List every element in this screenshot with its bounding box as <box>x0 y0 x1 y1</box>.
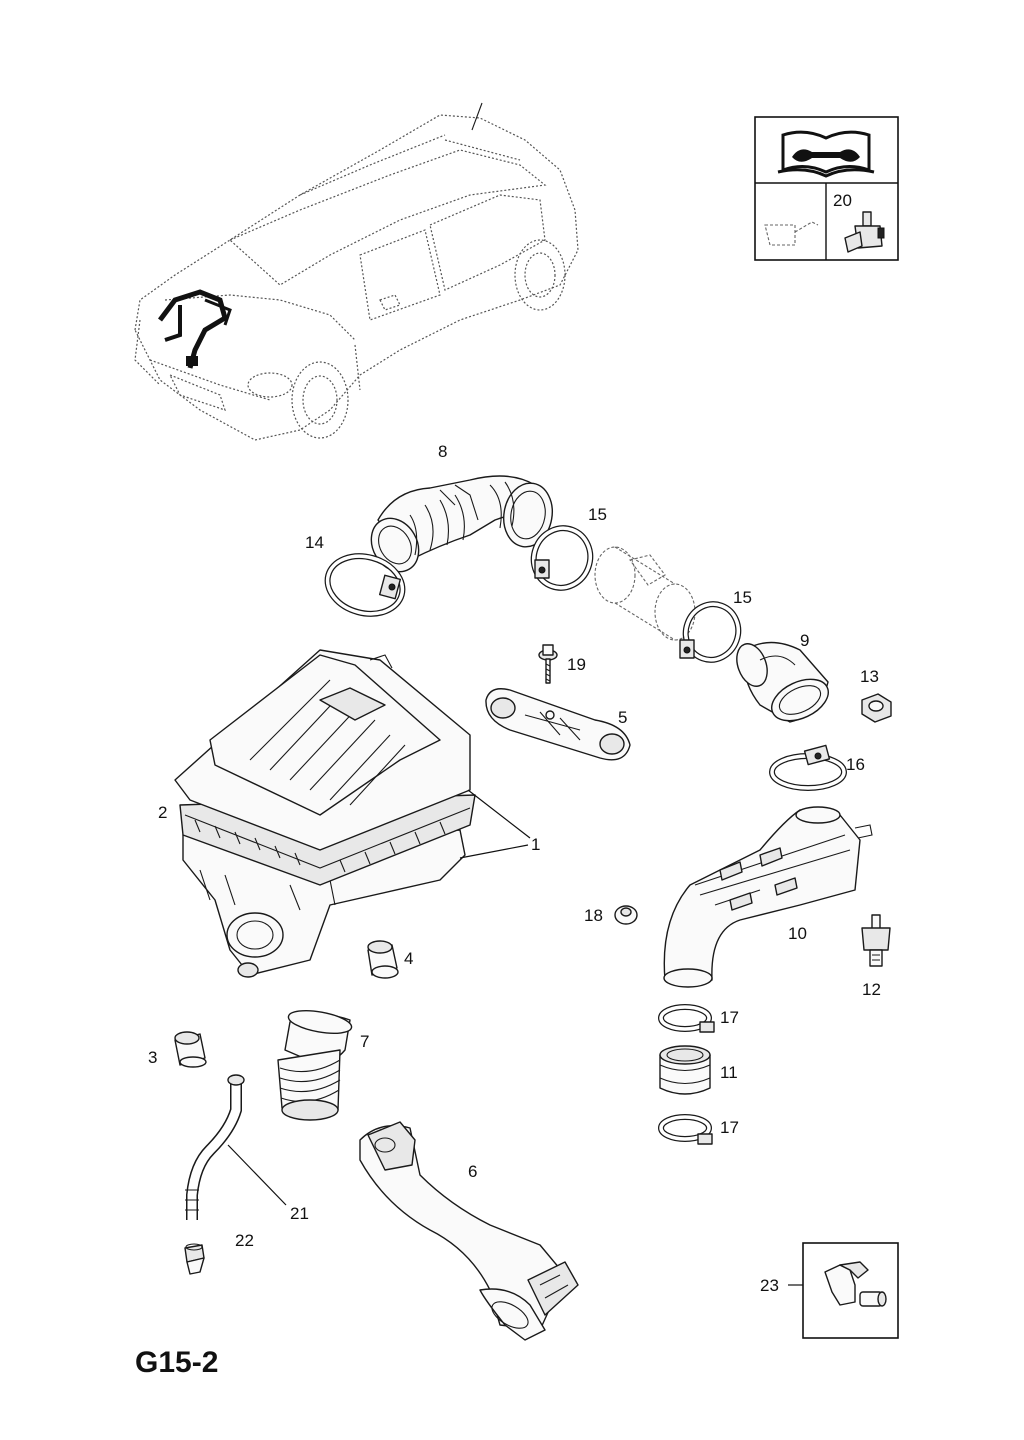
callout-17-upper: 17 <box>720 1008 739 1027</box>
callout-15-upper: 15 <box>588 505 607 524</box>
manual-wrench-icon <box>777 130 875 178</box>
part-19-bolt <box>538 644 558 684</box>
callout-12: 12 <box>862 980 881 999</box>
part-4-grommet <box>367 940 399 979</box>
part-15-hose-clamp-lower <box>679 601 742 663</box>
callout-17-lower: 17 <box>720 1118 739 1137</box>
part-13-hex-nut <box>861 693 892 723</box>
vehicle-location-illustration <box>134 102 579 441</box>
leaders-part-1 <box>459 789 531 859</box>
part-5-bracket <box>485 688 631 761</box>
callout-1: 1 <box>531 835 540 854</box>
part-16-hose-clamp <box>769 744 847 791</box>
callout-8: 8 <box>438 442 447 461</box>
callout-21: 21 <box>290 1204 309 1223</box>
callout-11: 11 <box>720 1063 738 1082</box>
callout-13: 13 <box>860 667 879 686</box>
callout-2: 2 <box>158 803 167 822</box>
part-23-clip <box>824 1261 887 1307</box>
air-mass-sensor-ghost <box>594 546 696 641</box>
part-18-clip <box>614 905 638 925</box>
part-3-bushing <box>174 1031 207 1068</box>
part-22-plug <box>184 1243 205 1275</box>
callout-9: 9 <box>800 631 809 650</box>
info-box-label: 20 <box>833 191 852 210</box>
part-1-air-filter-housing <box>174 649 476 978</box>
part-9-hose-connector <box>736 641 829 723</box>
callout-14: 14 <box>305 533 324 552</box>
part-17-hose-clamp-lower <box>658 1114 713 1145</box>
callout-3: 3 <box>148 1048 157 1067</box>
callout-10: 10 <box>788 924 807 943</box>
oil-can-icon <box>764 221 819 246</box>
part-8-intake-bellows <box>370 475 553 573</box>
part-14-hose-clamp <box>324 553 406 617</box>
part-12-sensor <box>861 914 891 967</box>
info-box: 20 <box>754 116 899 261</box>
callout-23: 23 <box>760 1276 779 1295</box>
part-7-bellows-hose <box>277 1009 353 1121</box>
diagram-code: G15-2 <box>135 1346 218 1379</box>
callout-18: 18 <box>584 906 603 925</box>
sensor-icon <box>844 211 885 253</box>
part-21-vent-tube <box>185 1074 287 1220</box>
part-11-hose-sleeve <box>659 1045 711 1095</box>
callout-16: 16 <box>846 755 865 774</box>
callout-5: 5 <box>618 708 627 727</box>
part-15-hose-clamp-upper <box>530 525 594 591</box>
part-23-clip-box <box>788 1242 899 1339</box>
callout-4: 4 <box>404 949 413 968</box>
callout-7: 7 <box>360 1032 369 1051</box>
callout-22: 22 <box>235 1231 254 1250</box>
part-17-hose-clamp-upper <box>658 1004 715 1033</box>
callout-15-lower: 15 <box>733 588 752 607</box>
part-6-air-duct <box>359 1121 579 1341</box>
callout-6: 6 <box>468 1162 477 1181</box>
callout-19: 19 <box>567 655 586 674</box>
part-10-intake-duct <box>663 806 873 988</box>
highlighted-engine-part <box>158 289 232 369</box>
